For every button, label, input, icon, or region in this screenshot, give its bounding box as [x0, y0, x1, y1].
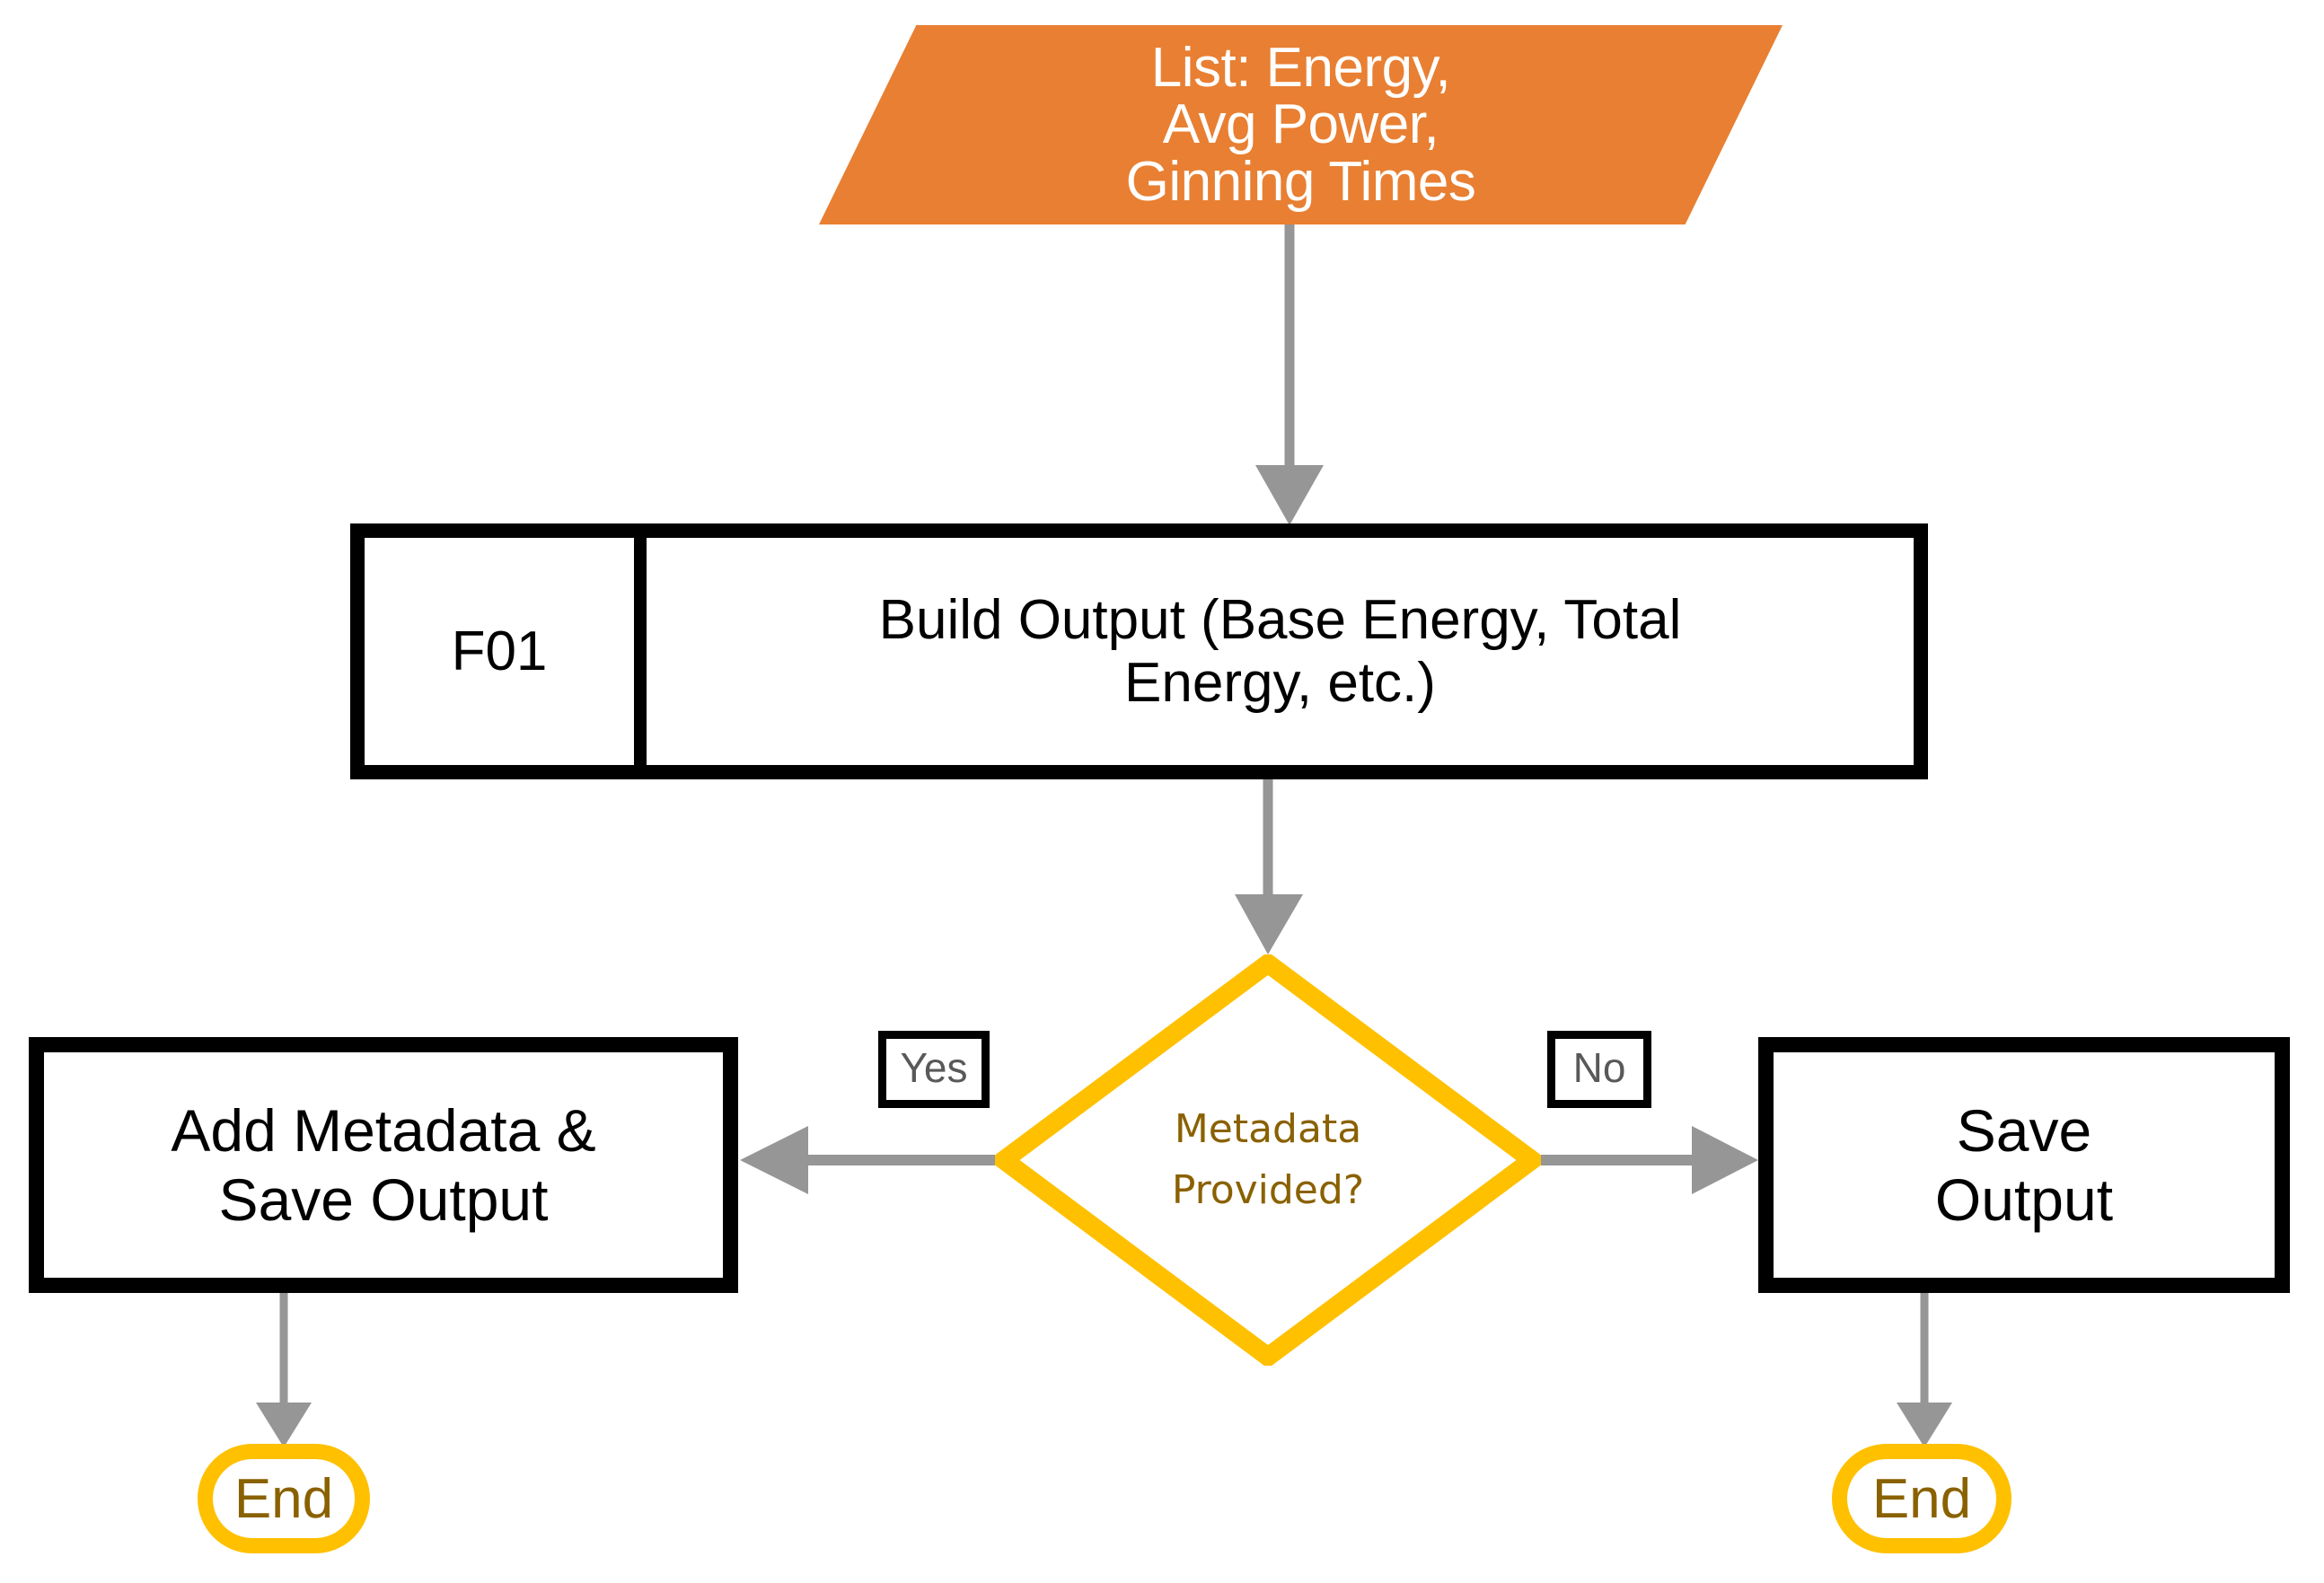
- build-output-node[interactable]: F01 Build Output (Base Energy, Total Ene…: [350, 523, 1928, 779]
- edge-label-no: No: [1547, 1031, 1651, 1108]
- input-list-node[interactable]: List: Energy, Avg Power, Ginning Times: [819, 25, 1783, 224]
- build-output-label: Build Output (Base Energy, Total Energy,…: [878, 589, 1682, 714]
- edge-label-yes: Yes: [878, 1031, 990, 1108]
- edge-label-no-text: No: [1572, 1044, 1626, 1091]
- connector-decision-no: [1541, 1126, 1758, 1194]
- end-terminator-right[interactable]: End: [1832, 1444, 2011, 1553]
- connector-build-to-decision: [1235, 779, 1303, 954]
- connector-addmeta-to-end: [256, 1293, 312, 1447]
- edge-label-yes-text: Yes: [900, 1044, 968, 1091]
- build-output-id: F01: [365, 538, 647, 765]
- connector-save-to-end: [1897, 1293, 1952, 1447]
- connector-decision-yes: [740, 1126, 995, 1194]
- end-terminator-left[interactable]: End: [198, 1444, 370, 1553]
- diamond-shape: [995, 954, 1541, 1366]
- connector-input-to-build: [1255, 224, 1324, 525]
- save-output-node[interactable]: Save Output: [1758, 1037, 2290, 1293]
- metadata-decision-node[interactable]: Metadata Provided?: [995, 954, 1541, 1366]
- metadata-decision-label: Metadata Provided?: [1171, 1105, 1365, 1213]
- add-metadata-save-node[interactable]: Add Metadata & Save Output: [29, 1037, 738, 1293]
- input-list-label: List: Energy, Avg Power, Ginning Times: [1125, 37, 1476, 213]
